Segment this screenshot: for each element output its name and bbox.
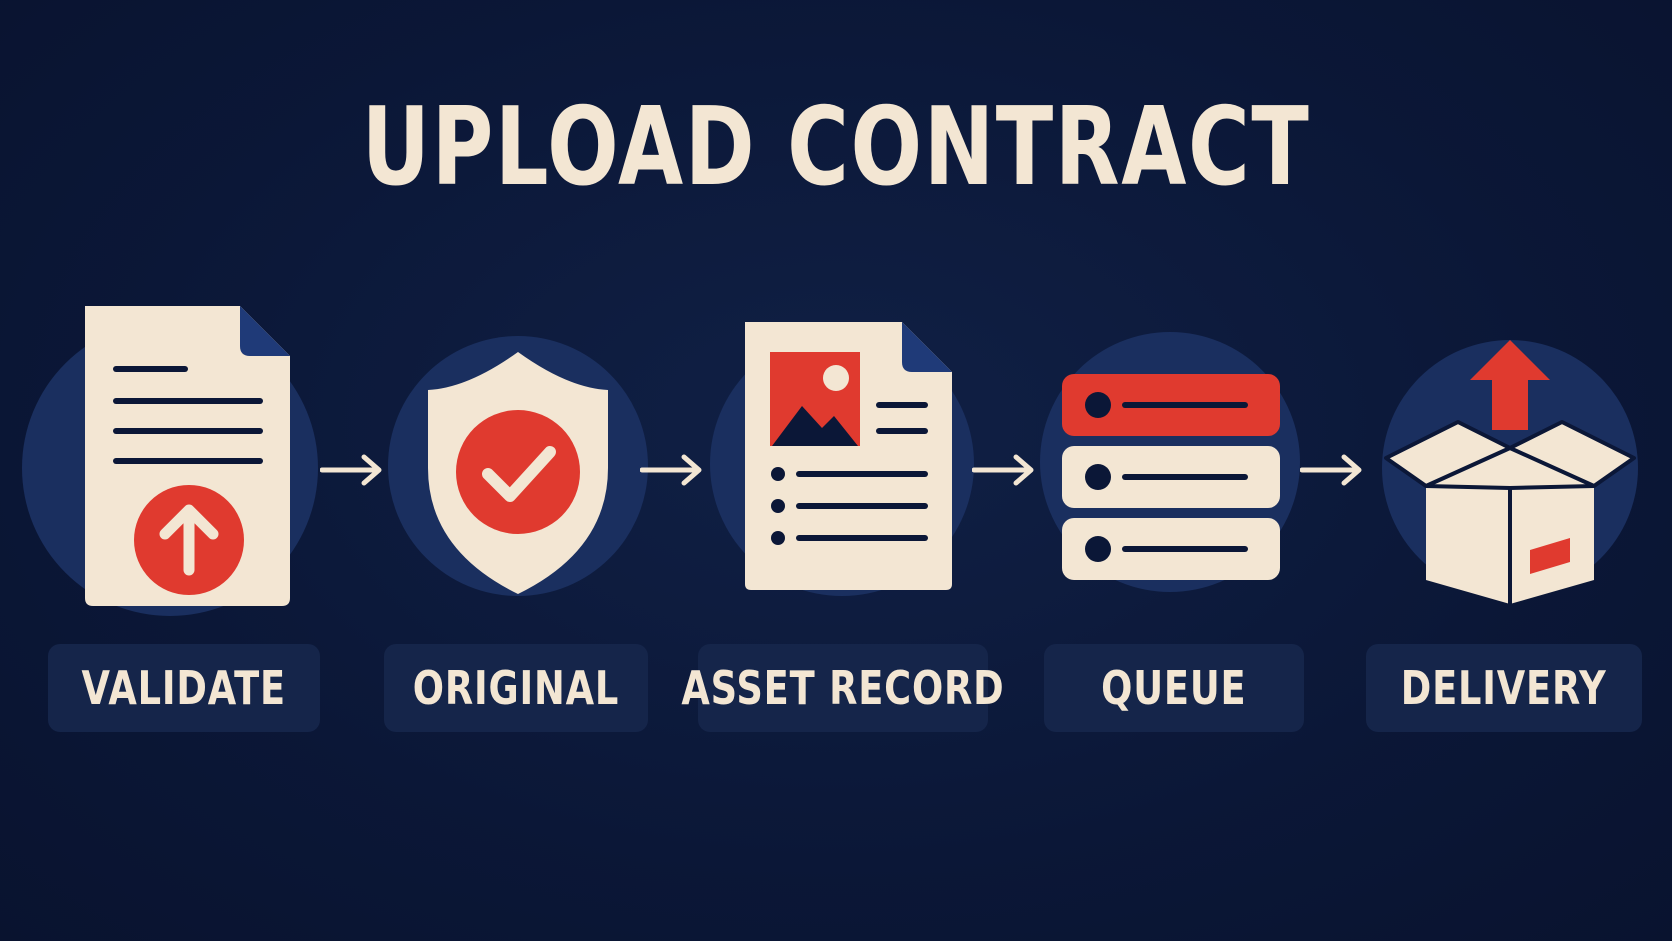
- step-label-queue: QUEUE: [1044, 644, 1304, 732]
- flow-arrow-3: [972, 452, 1038, 488]
- flow-arrow-2: [640, 452, 706, 488]
- step-label-text: VALIDATE: [81, 661, 287, 715]
- diagram-title: UPLOAD CONTRACT: [361, 85, 1311, 210]
- step-label-text: ASSET RECORD: [681, 661, 1005, 715]
- step-label-text: ORIGINAL: [412, 661, 620, 715]
- shield-check-icon: [388, 318, 648, 608]
- delivery-box-icon: [1372, 318, 1642, 608]
- flow-arrow-4: [1300, 452, 1366, 488]
- document-upload-icon: [18, 300, 328, 620]
- step-label-original: ORIGINAL: [384, 644, 648, 732]
- queue-stack-icon: [1040, 322, 1300, 602]
- step-label-text: DELIVERY: [1401, 661, 1607, 715]
- asset-record-document-icon: [710, 316, 980, 606]
- flow-arrow-1: [320, 452, 386, 488]
- step-label-validate: VALIDATE: [48, 644, 320, 732]
- step-label-text: QUEUE: [1101, 661, 1247, 715]
- step-label-asset-record: ASSET RECORD: [681, 644, 1004, 732]
- step-label-delivery: DELIVERY: [1366, 644, 1642, 732]
